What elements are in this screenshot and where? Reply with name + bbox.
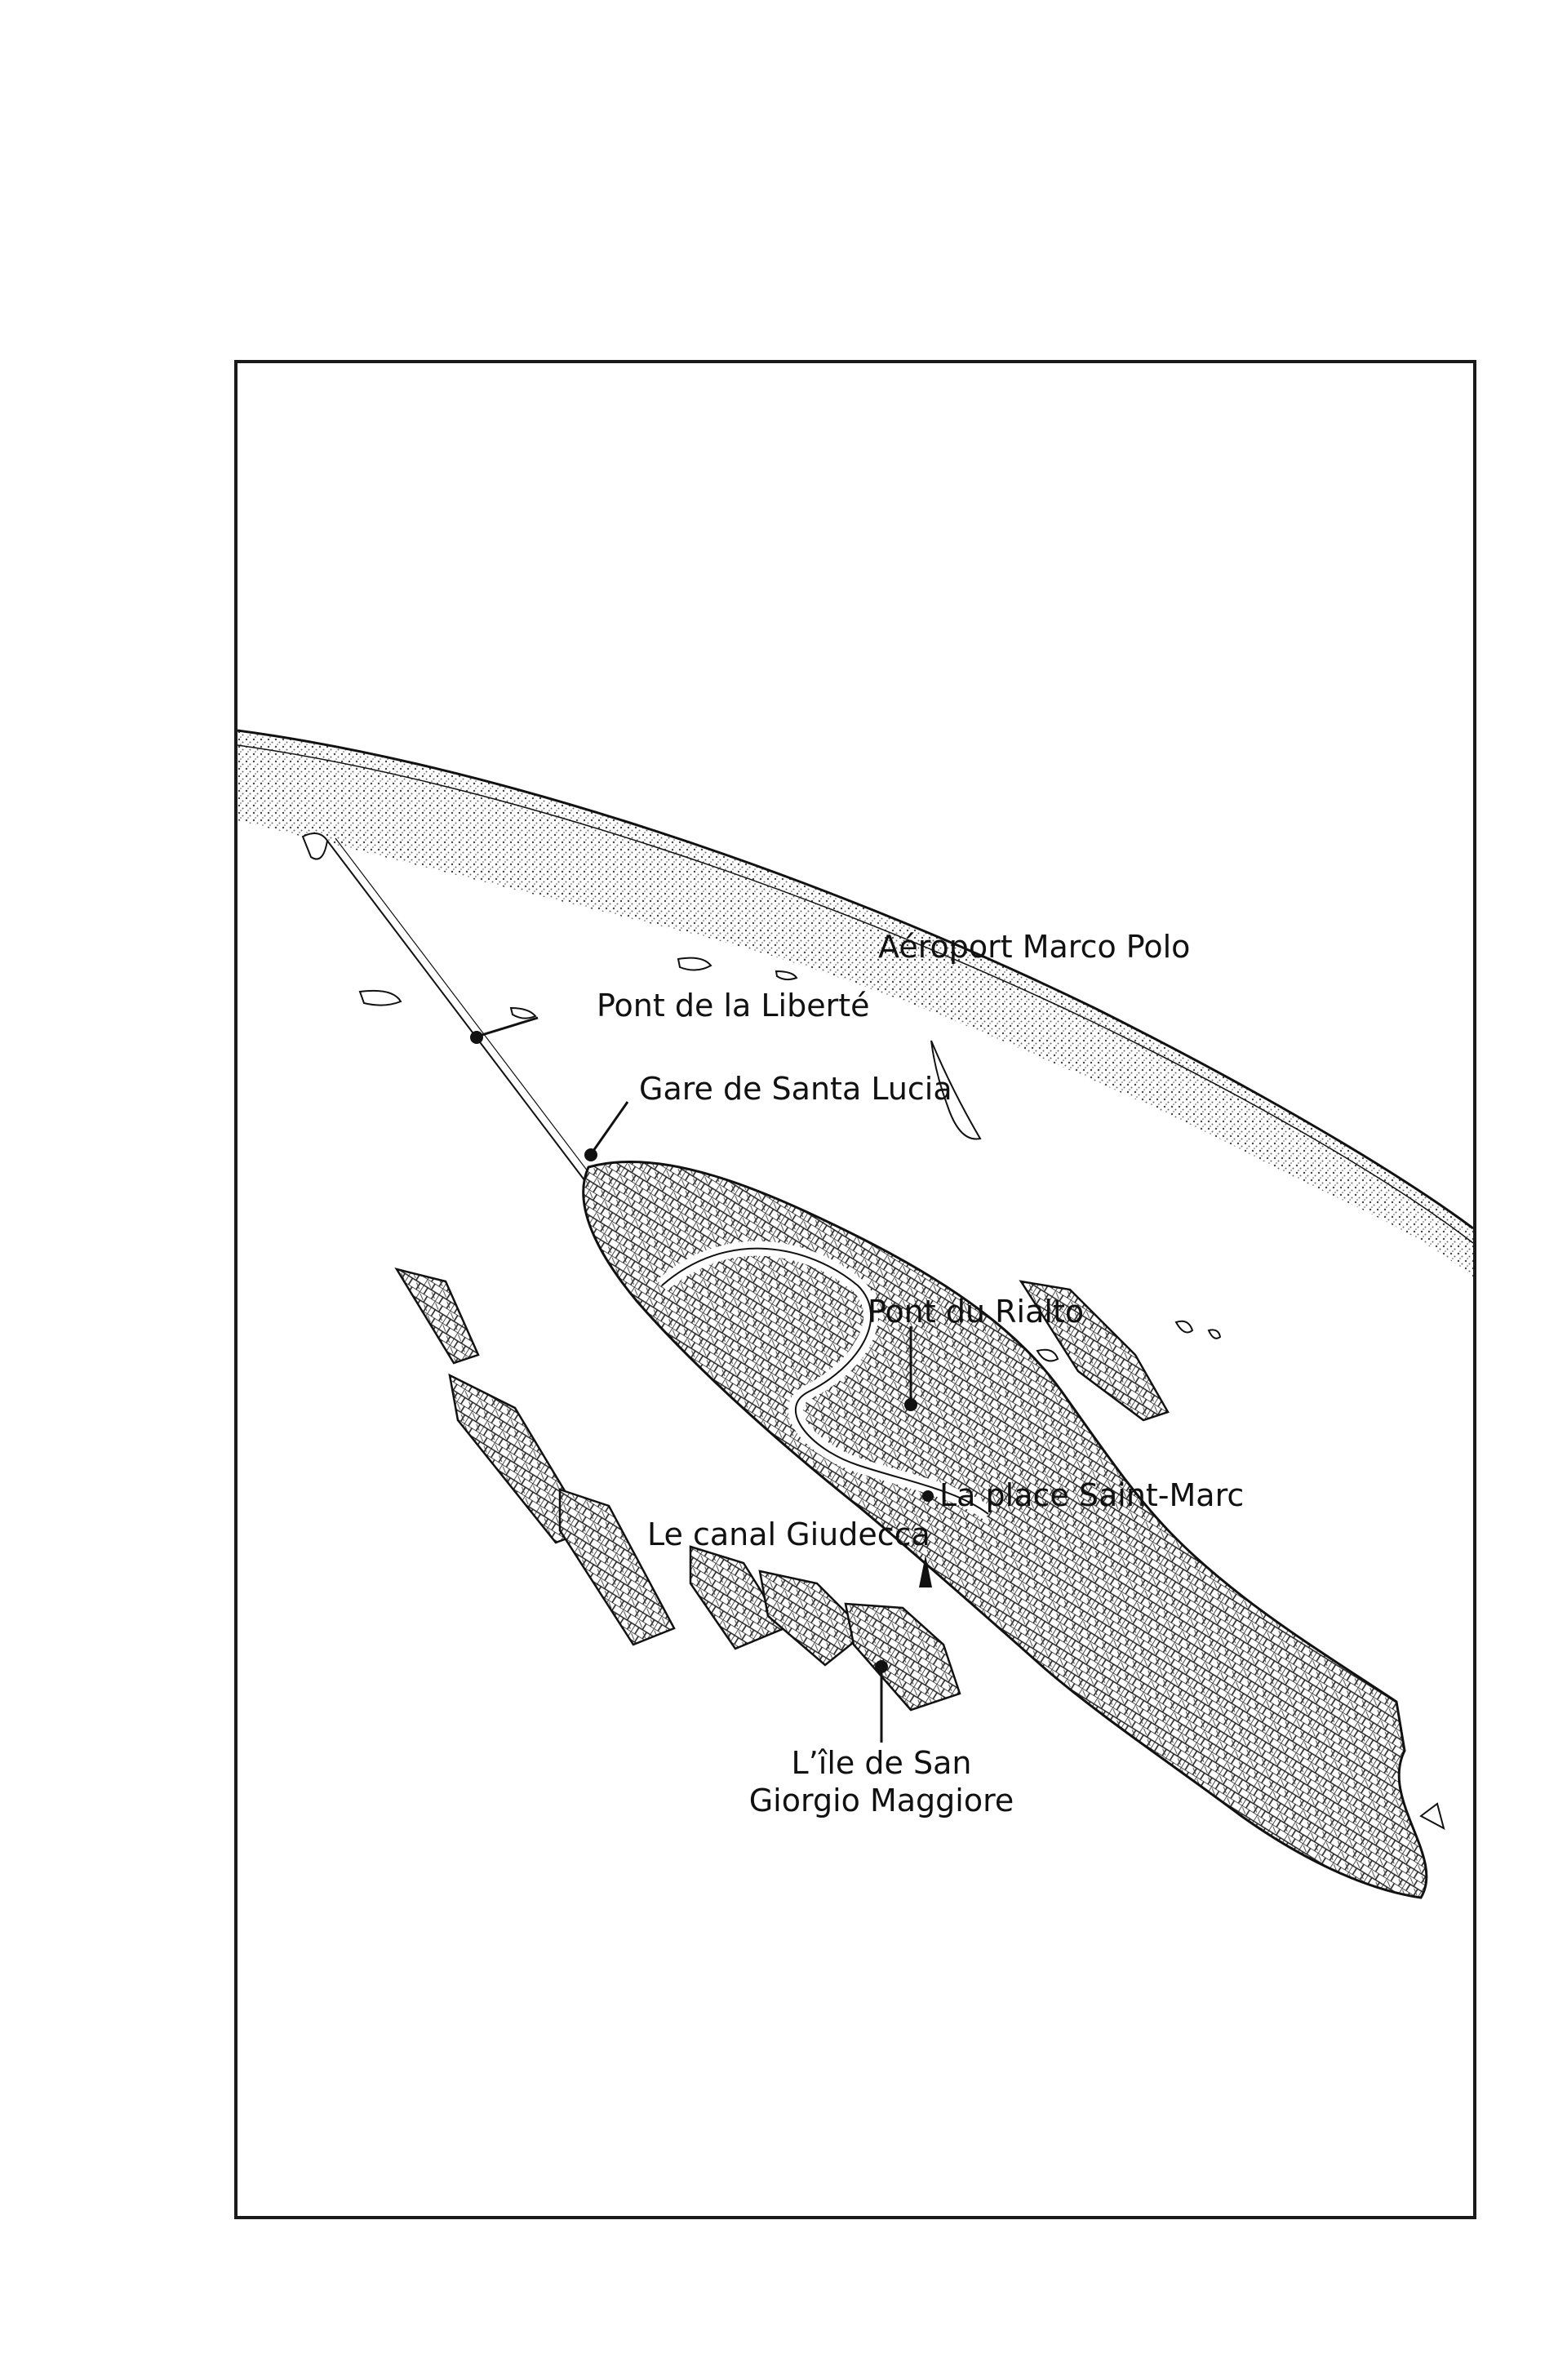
- lagoon-islet: [301, 833, 329, 860]
- san-giorgio-island: [844, 1602, 961, 1712]
- label-san-giorgio: L’île de San Giorgio Maggiore: [735, 1744, 1028, 1819]
- lagoon-islet: [677, 957, 712, 971]
- lagoon-islet: [930, 1040, 982, 1140]
- label-airport: Aéroport Marco Polo: [878, 929, 1191, 965]
- rialto-marker: [904, 1398, 917, 1411]
- east-island: [1019, 1280, 1170, 1422]
- mainland-coast: [237, 730, 1473, 1277]
- label-san-giorgio-line2: Giorgio Maggiore: [748, 1783, 1014, 1818]
- santa-lucia-leader: [592, 1101, 629, 1152]
- san-giorgio-marker: [875, 1660, 888, 1673]
- venice-map-illustration: [237, 729, 1473, 1899]
- lagoon-islet: [775, 970, 798, 981]
- giudecca-island: [758, 1570, 868, 1667]
- label-san-marco: La place Saint-Marc: [939, 1477, 1245, 1513]
- label-san-giorgio-line1: L’île de San: [791, 1745, 972, 1781]
- giudecca-island: [689, 1545, 786, 1650]
- label-liberty-bridge: Pont de la Liberté: [597, 988, 870, 1023]
- giudecca-island: [558, 1488, 676, 1646]
- liberty-bridge-marker: [470, 1031, 483, 1044]
- lagoon-islet: [509, 1006, 537, 1019]
- san-marco-marker: [922, 1490, 934, 1502]
- venice-main-island: [582, 1161, 1428, 1899]
- label-santa-lucia: Gare de Santa Lucia: [639, 1071, 952, 1107]
- label-rialto: Pont du Rialto: [868, 1294, 1085, 1330]
- giudecca-island: [394, 1268, 480, 1365]
- liberty-bridge-leader: [476, 1016, 539, 1038]
- map-frame: Aéroport Marco Polo Pont de la Liberté G…: [234, 360, 1476, 2219]
- mainland-edge: [237, 729, 1473, 1230]
- santa-lucia-marker: [584, 1148, 597, 1161]
- lagoon-islet: [358, 989, 402, 1006]
- label-giudecca: Le canal Giudecca: [647, 1516, 930, 1552]
